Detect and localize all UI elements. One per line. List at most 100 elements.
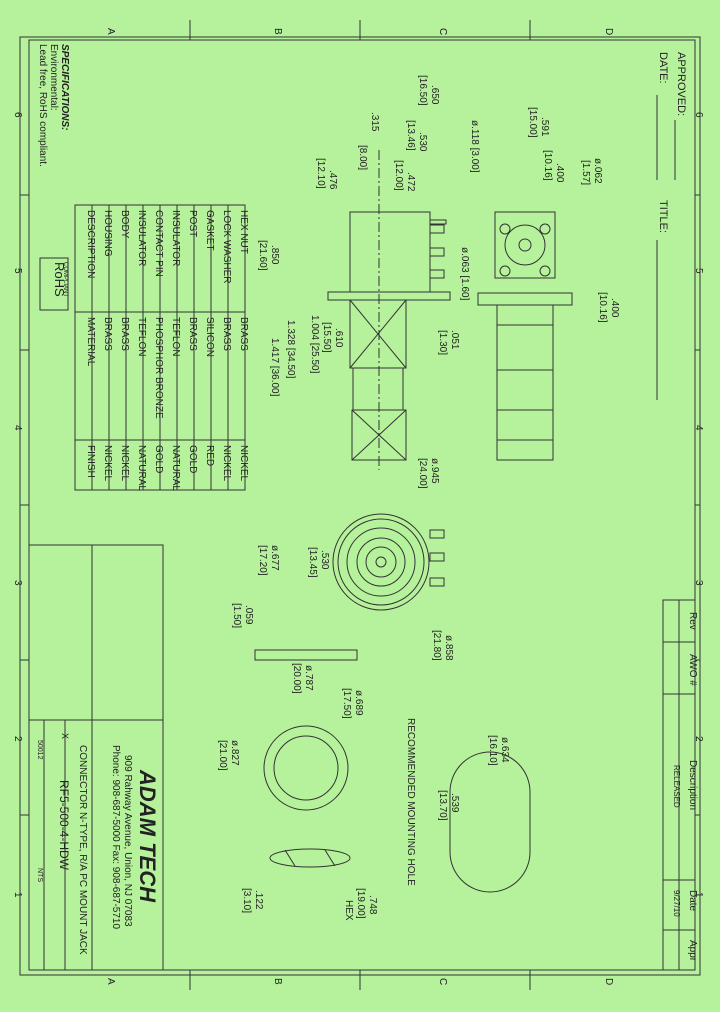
bom-cell: NATURAL bbox=[170, 445, 181, 491]
side-view-drawing bbox=[327, 150, 451, 470]
title-label: TITLE: bbox=[657, 200, 669, 233]
dim-051: .051 bbox=[449, 330, 460, 350]
dim-476-mm: [12.10] bbox=[315, 158, 326, 189]
zone-number-5: 5 bbox=[12, 268, 23, 274]
dim-827-mm: [21.00] bbox=[217, 740, 228, 771]
dim-787: ø.787 bbox=[303, 665, 314, 691]
hex-nut-drawing bbox=[269, 848, 351, 868]
dim-122-mm: [3.10] bbox=[241, 888, 252, 913]
date-label: DATE: bbox=[657, 52, 669, 84]
dim-650-mm: [16.50] bbox=[417, 75, 428, 106]
dim-787-mm: [20.00] bbox=[291, 663, 302, 694]
zone-number-4: 4 bbox=[12, 425, 23, 431]
top-view-drawing bbox=[477, 211, 573, 461]
dim-748-mm: [19.00] bbox=[355, 888, 366, 919]
dim-689-mm: [17.50] bbox=[341, 688, 352, 719]
bom-cell: BRASS bbox=[119, 317, 130, 351]
dim-530-b-mm: [13.45] bbox=[307, 547, 318, 578]
company-phone: Phone: 908-687-5000 Fax: 908-687-5710 bbox=[110, 745, 121, 929]
dim-472: .472 bbox=[405, 172, 416, 192]
bom-cell: BRASS bbox=[238, 317, 249, 351]
dim-591-mm: [15.00] bbox=[527, 107, 538, 138]
dim-122: .122 bbox=[253, 890, 264, 910]
bom-cell: BODY bbox=[119, 210, 130, 239]
dim-677: ø.677 bbox=[269, 545, 280, 571]
dim-472-mm: [12.00] bbox=[393, 160, 404, 191]
dim-591: .591 bbox=[539, 117, 550, 137]
sheet-frame bbox=[19, 20, 701, 990]
rev-header-rev: Rev bbox=[687, 612, 698, 630]
dim-748: .748 bbox=[367, 895, 378, 915]
dim-063: ø.063 [1.60] bbox=[459, 247, 470, 301]
ref-number: 50012 bbox=[36, 740, 43, 760]
rev-description: RELEASED bbox=[672, 765, 681, 808]
dim-539-mm: [13.70] bbox=[437, 790, 448, 821]
bom-cell: HEX NUT bbox=[238, 210, 249, 254]
dim-530-mm: [13.46] bbox=[405, 120, 416, 151]
bom-cell: NICKEL bbox=[238, 445, 249, 482]
zone-letter-c-bottom: C bbox=[437, 978, 448, 985]
mounting-hole-drawing bbox=[449, 751, 531, 893]
bom-cell: LOCK WASHER bbox=[221, 210, 232, 284]
approved-label: APPROVED: bbox=[675, 52, 687, 116]
dim-858-mm: [21.80] bbox=[431, 630, 442, 661]
dim-1417: 1.417 [36.00] bbox=[269, 338, 280, 397]
rev-date: 9/27/10 bbox=[672, 890, 681, 917]
lock-washer-drawing bbox=[263, 725, 349, 811]
dim-650: .650 bbox=[429, 85, 440, 105]
dim-400-a: .400 bbox=[554, 163, 565, 183]
dim-059: .059 bbox=[243, 605, 254, 625]
bom-cell: RED bbox=[204, 445, 215, 466]
bom-cell: BRASS bbox=[102, 317, 113, 351]
dim-062-mm: [1.57] bbox=[580, 160, 591, 185]
bom-cell: GASKET bbox=[204, 210, 215, 251]
bom-cell: GOLD bbox=[187, 445, 198, 473]
svg-text:COMPLIANT: COMPLIANT bbox=[62, 262, 68, 297]
dim-400-b: .400 bbox=[609, 298, 620, 318]
bom-cell: SILICON bbox=[204, 317, 215, 357]
company-name: ADAM TECH bbox=[135, 769, 160, 903]
zone-letter-d-bottom: D bbox=[603, 978, 614, 985]
dim-858: ø.858 bbox=[443, 635, 454, 661]
zone-number-6-right: 6 bbox=[693, 112, 704, 118]
dim-689: ø.689 bbox=[353, 690, 364, 716]
zone-number-6: 6 bbox=[12, 112, 23, 118]
dim-476: .476 bbox=[327, 170, 338, 190]
bom-cell: TEFLON bbox=[170, 317, 181, 356]
dim-610: .610 bbox=[333, 328, 344, 348]
dim-677-mm: [17.20] bbox=[257, 545, 268, 576]
svg-text:RoHS: RoHS bbox=[52, 262, 67, 297]
dim-315: .315 bbox=[369, 112, 380, 132]
bom-cell: TEFLON bbox=[136, 317, 147, 356]
dim-400-a-mm: [10.16] bbox=[542, 150, 553, 181]
zone-number-1: 1 bbox=[12, 892, 23, 898]
dim-945-mm: [24.00] bbox=[417, 458, 428, 489]
rev-header-description: Description bbox=[687, 760, 698, 810]
zone-letter-b-bottom: B bbox=[272, 978, 283, 985]
dim-539: .539 bbox=[449, 793, 460, 813]
front-view-drawing bbox=[332, 513, 445, 611]
mounting-hole-label: RECOMMENDED MOUNTING HOLE bbox=[405, 718, 416, 886]
zone-number-3-right: 3 bbox=[693, 580, 704, 586]
zone-number-4-right: 4 bbox=[693, 425, 704, 431]
bom-header-cell: DESCRIPTION bbox=[85, 210, 96, 278]
dim-062: ø.062 bbox=[592, 158, 603, 184]
dim-634-mm: [16.10] bbox=[487, 735, 498, 766]
dim-hex: HEX bbox=[343, 900, 354, 921]
bom-cell: BRASS bbox=[221, 317, 232, 351]
zone-letter-b: B bbox=[272, 28, 283, 35]
bom-cell: POST bbox=[187, 210, 198, 237]
zone-letter-a: A bbox=[105, 28, 116, 35]
bom-cell: INSULATOR bbox=[170, 210, 181, 266]
zone-number-3: 3 bbox=[12, 580, 23, 586]
gasket-drawing bbox=[254, 649, 358, 661]
spec-heading: SPECIFICATIONS: bbox=[59, 44, 70, 130]
bom-header-cell: MATERIAL bbox=[85, 317, 96, 367]
zone-number-5-right: 5 bbox=[693, 268, 704, 274]
spec-line-2: Lead free, RoHS compliant. bbox=[37, 44, 48, 167]
rev-header-awo: AWO # bbox=[687, 654, 698, 686]
rohs-logo: RoHS COMPLIANT bbox=[39, 257, 69, 311]
title-block: ADAM TECH 909 Rahway Avenue, Union, NJ 0… bbox=[28, 544, 164, 971]
